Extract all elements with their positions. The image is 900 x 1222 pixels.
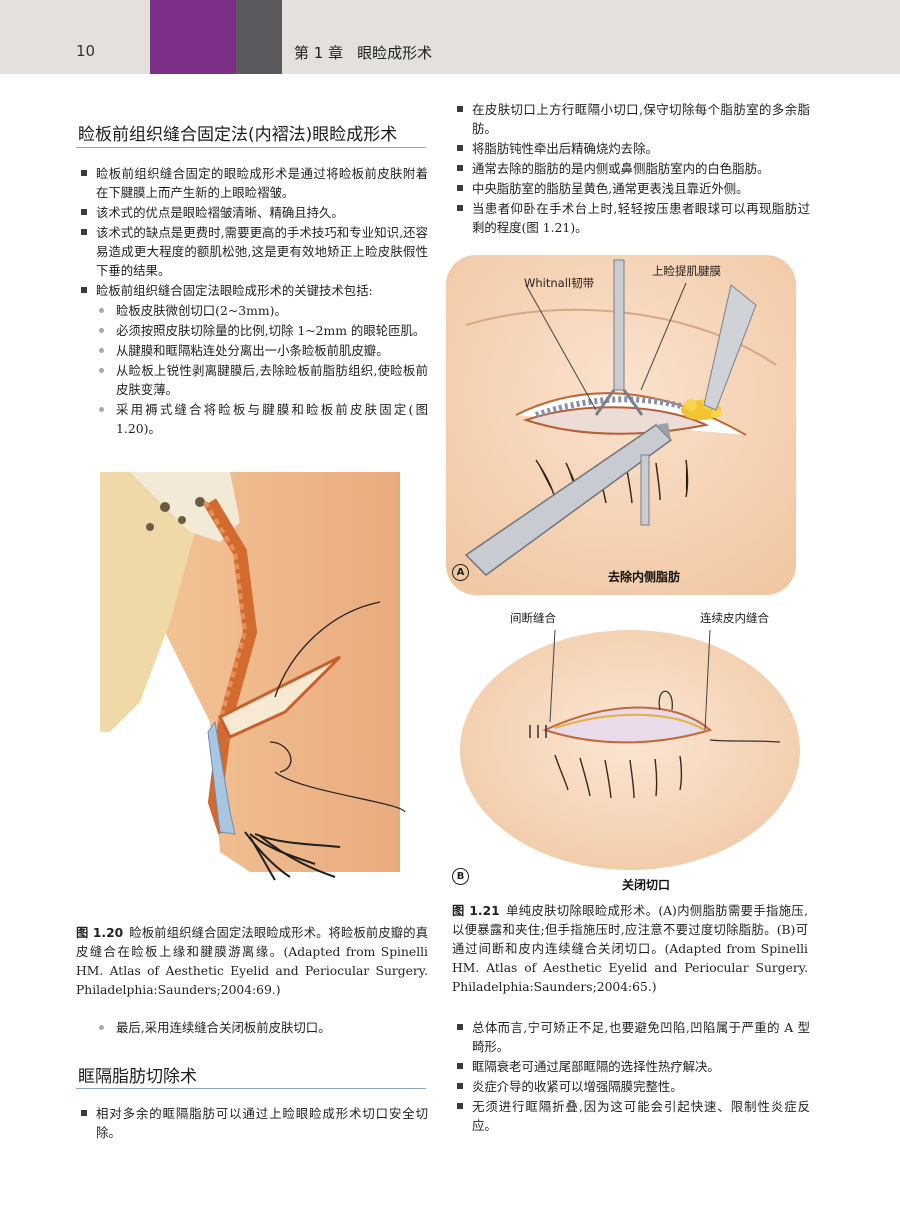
list-item: 该术式的缺点是更费时,需要更高的手术技巧和专业知识,还容易造成更大程度的额肌松弛…	[76, 223, 428, 280]
figure-a-label-levator: 上睑提肌腱膜	[652, 264, 721, 278]
list-item: 炎症介导的收紧可以增强隔膜完整性。	[452, 1077, 810, 1096]
figure-1-20-label: 图 1.20	[76, 926, 124, 940]
list-item: 该术式的优点是眼睑褶皱清晰、精确且持久。	[76, 203, 428, 222]
figure-1-21b-illustration	[460, 630, 800, 870]
heading-rule	[76, 147, 426, 148]
figure-1-21-caption-text: 单纯皮肤切除眼睑成形术。(A)内侧脂肪需要手指施压,以便暴露和夹住;但手指施压时…	[452, 904, 808, 994]
list-item: 总体而言,宁可矫正不足,也要避免凹陷,凹陷属于严重的 A 型畸形。	[452, 1018, 810, 1056]
figure-b-label-subcuticular: 连续皮内缝合	[700, 611, 769, 625]
left-bullet-list-2: 相对多余的眶隔脂肪可以通过上睑眼睑成形术切口安全切除。	[76, 1104, 428, 1143]
list-item: 当患者仰卧在手术台上时,轻轻按压患者眼球可以再现脂肪过剩的程度(图 1.21)。	[452, 199, 810, 237]
figure-b-title: 关闭切口	[622, 878, 671, 892]
figure-1-21a-illustration	[446, 255, 796, 595]
figure-a-title: 去除内侧脂肪	[608, 570, 681, 584]
list-item: 睑板前组织缝合固定的眼睑成形术是通过将睑板前皮肤附着在下腱膜上而产生新的上眼睑褶…	[76, 164, 428, 202]
list-item: 通常去除的脂肪的是内侧或鼻侧脂肪室内的白色脂肪。	[452, 159, 810, 178]
header-gray-block	[236, 0, 282, 74]
figure-1-21-label: 图 1.21	[452, 904, 500, 918]
figure-a-label-whitnall: Whitnall韧带	[524, 276, 595, 290]
chapter-number: 第 1 章	[294, 44, 344, 62]
figure-1-20-caption-text: 睑板前组织缝合固定法眼睑成形术。将睑板前皮瓣的真皮缝合在睑板上缘和腱膜游离缘。(…	[76, 926, 428, 997]
section-heading-tarsal-fixation: 睑板前组织缝合固定法(内褶法)眼睑成形术	[78, 125, 398, 145]
list-item: 最后,采用连续缝合关闭板前皮肤切口。	[76, 1018, 428, 1037]
list-item: 眶隔衰老可通过尾部眶隔的选择性热疗解决。	[452, 1057, 810, 1076]
list-item: 无须进行眶隔折叠,因为这可能会引起快速、限制性炎症反应。	[452, 1097, 810, 1135]
section-heading-fat-excision: 眶隔脂肪切除术	[78, 1067, 197, 1087]
list-item: 睑板前组织缝合固定法眼睑成形术的关键技术包括:	[76, 281, 428, 300]
list-item: 中央脂肪室的脂肪呈黄色,通常更表浅且靠近外侧。	[452, 179, 810, 198]
header-band	[0, 0, 900, 74]
list-item: 从睑板上锐性剥离腱膜后,去除睑板前脂肪组织,使睑板前皮肤变薄。	[76, 361, 428, 399]
list-item: 采用褥式缝合将睑板与腱膜和睑板前皮肤固定(图 1.20)。	[76, 400, 428, 438]
right-bullet-list-bottom: 总体而言,宁可矫正不足,也要避免凹陷,凹陷属于严重的 A 型畸形。眶隔衰老可通过…	[452, 1018, 810, 1136]
figure-a-letter: A	[452, 564, 469, 581]
figure-b-label-interrupted: 间断缝合	[510, 611, 556, 625]
left-sub-list-last: 最后,采用连续缝合关闭板前皮肤切口。	[76, 1018, 428, 1038]
figure-b-letter: B	[452, 868, 469, 885]
right-bullet-list-top: 在皮肤切口上方行眶隔小切口,保守切除每个脂肪室的多余脂肪。将脂肪钝性牵出后精确烧…	[452, 100, 810, 238]
page-number: 10	[76, 42, 96, 60]
list-item: 在皮肤切口上方行眶隔小切口,保守切除每个脂肪室的多余脂肪。	[452, 100, 810, 138]
heading-rule	[76, 1088, 426, 1089]
left-bullet-list: 睑板前组织缝合固定的眼睑成形术是通过将睑板前皮肤附着在下腱膜上而产生新的上眼睑褶…	[76, 164, 428, 439]
chapter-title: 第 1 章眼睑成形术	[294, 42, 432, 63]
header-purple-block	[150, 0, 236, 74]
list-item: 相对多余的眶隔脂肪可以通过上睑眼睑成形术切口安全切除。	[76, 1104, 428, 1142]
list-item: 从腱膜和眶隔粘连处分离出一小条睑板前肌皮瓣。	[76, 341, 428, 360]
figure-1-20-illustration	[100, 472, 410, 882]
list-item: 将脂肪钝性牵出后精确烧灼去除。	[452, 139, 810, 158]
chapter-name: 眼睑成形术	[357, 44, 433, 62]
list-item: 睑板皮肤微创切口(2~3mm)。	[76, 301, 428, 320]
list-item: 必须按照皮肤切除量的比例,切除 1~2mm 的眼轮匝肌。	[76, 321, 428, 340]
